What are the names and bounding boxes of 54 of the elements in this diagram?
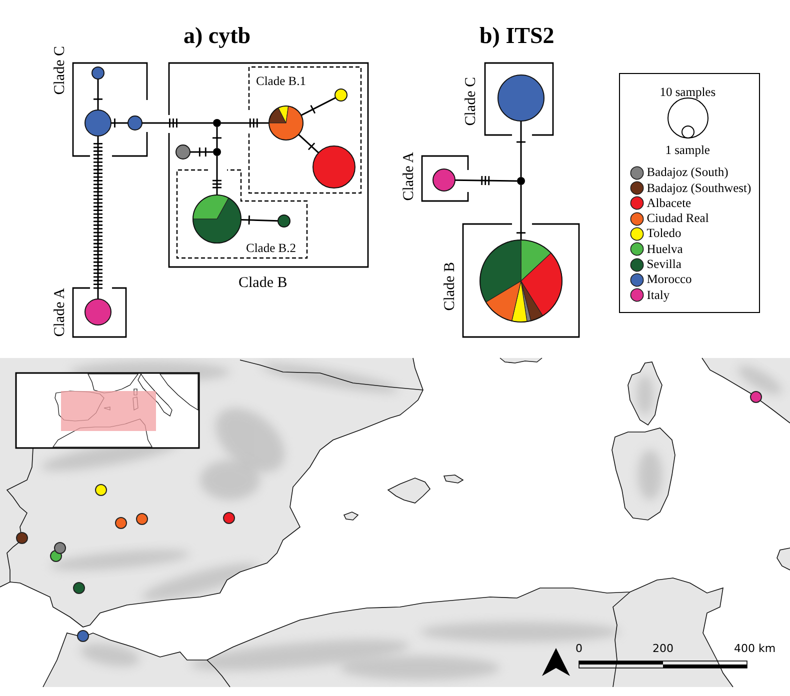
network-link	[111, 122, 128, 124]
median-vector-dot	[211, 146, 223, 158]
legend-label: Ciudad Real	[646, 212, 709, 225]
network-link	[142, 122, 213, 124]
legend-label: 10 samples	[660, 86, 716, 99]
haplotype-circle	[174, 143, 192, 161]
legend-label: Badajoz (Southwest)	[646, 182, 752, 194]
haplotype-circle	[311, 144, 357, 190]
network-link	[300, 97, 336, 116]
network-link	[216, 156, 218, 195]
clade-label: Clade A	[402, 152, 416, 200]
network-link	[97, 136, 99, 299]
panel-title: b) ITS2	[480, 24, 554, 46]
haplotype-circle	[126, 114, 144, 132]
panel-title: a) cytb	[184, 24, 251, 46]
network-link	[520, 121, 522, 177]
haplotype-circle	[276, 213, 292, 229]
network-link	[520, 185, 522, 240]
network-link	[97, 79, 99, 110]
network-link	[240, 218, 278, 222]
network-link	[221, 122, 269, 124]
haplotype-circle	[431, 167, 457, 193]
haplotype-pie	[267, 104, 305, 142]
network-link	[190, 151, 213, 153]
legend-label: Albacete	[646, 196, 692, 210]
haplotype-circle	[83, 297, 113, 327]
haplotype-pie	[478, 238, 564, 324]
haplotype-pie	[191, 193, 243, 245]
scale-label: 200	[652, 642, 674, 654]
haplotype-circle	[333, 87, 349, 103]
network-link	[298, 134, 320, 154]
scale-label: 0	[576, 642, 582, 654]
legend-label: Huelva	[646, 242, 683, 256]
clade-label: Clade A	[52, 288, 68, 336]
legend-label: Sevilla	[646, 258, 682, 270]
clade-label: Clade C	[52, 46, 68, 94]
legend-label: Italy	[646, 288, 670, 302]
haplotype-circle	[90, 65, 106, 81]
network-link	[454, 179, 518, 182]
legend-label: Morocco	[646, 273, 692, 286]
clade-label: Clade B	[238, 276, 288, 290]
median-vector-dot	[211, 117, 223, 129]
haplotype-circle	[83, 108, 113, 138]
haplotype-circle	[496, 73, 546, 123]
legend-label: Toledo	[646, 227, 682, 240]
clade-label: Clade B	[442, 262, 458, 310]
clade-label: Clade B.2	[246, 242, 296, 254]
network-link	[216, 127, 218, 148]
clade-label: Clade C	[464, 76, 478, 126]
clade-label: Clade B.1	[256, 74, 306, 87]
legend-label: 1 sample	[665, 144, 710, 157]
median-vector-dot	[515, 175, 527, 187]
legend-label: Badajoz (South)	[646, 166, 728, 179]
scale-label: 400 km	[734, 642, 776, 654]
